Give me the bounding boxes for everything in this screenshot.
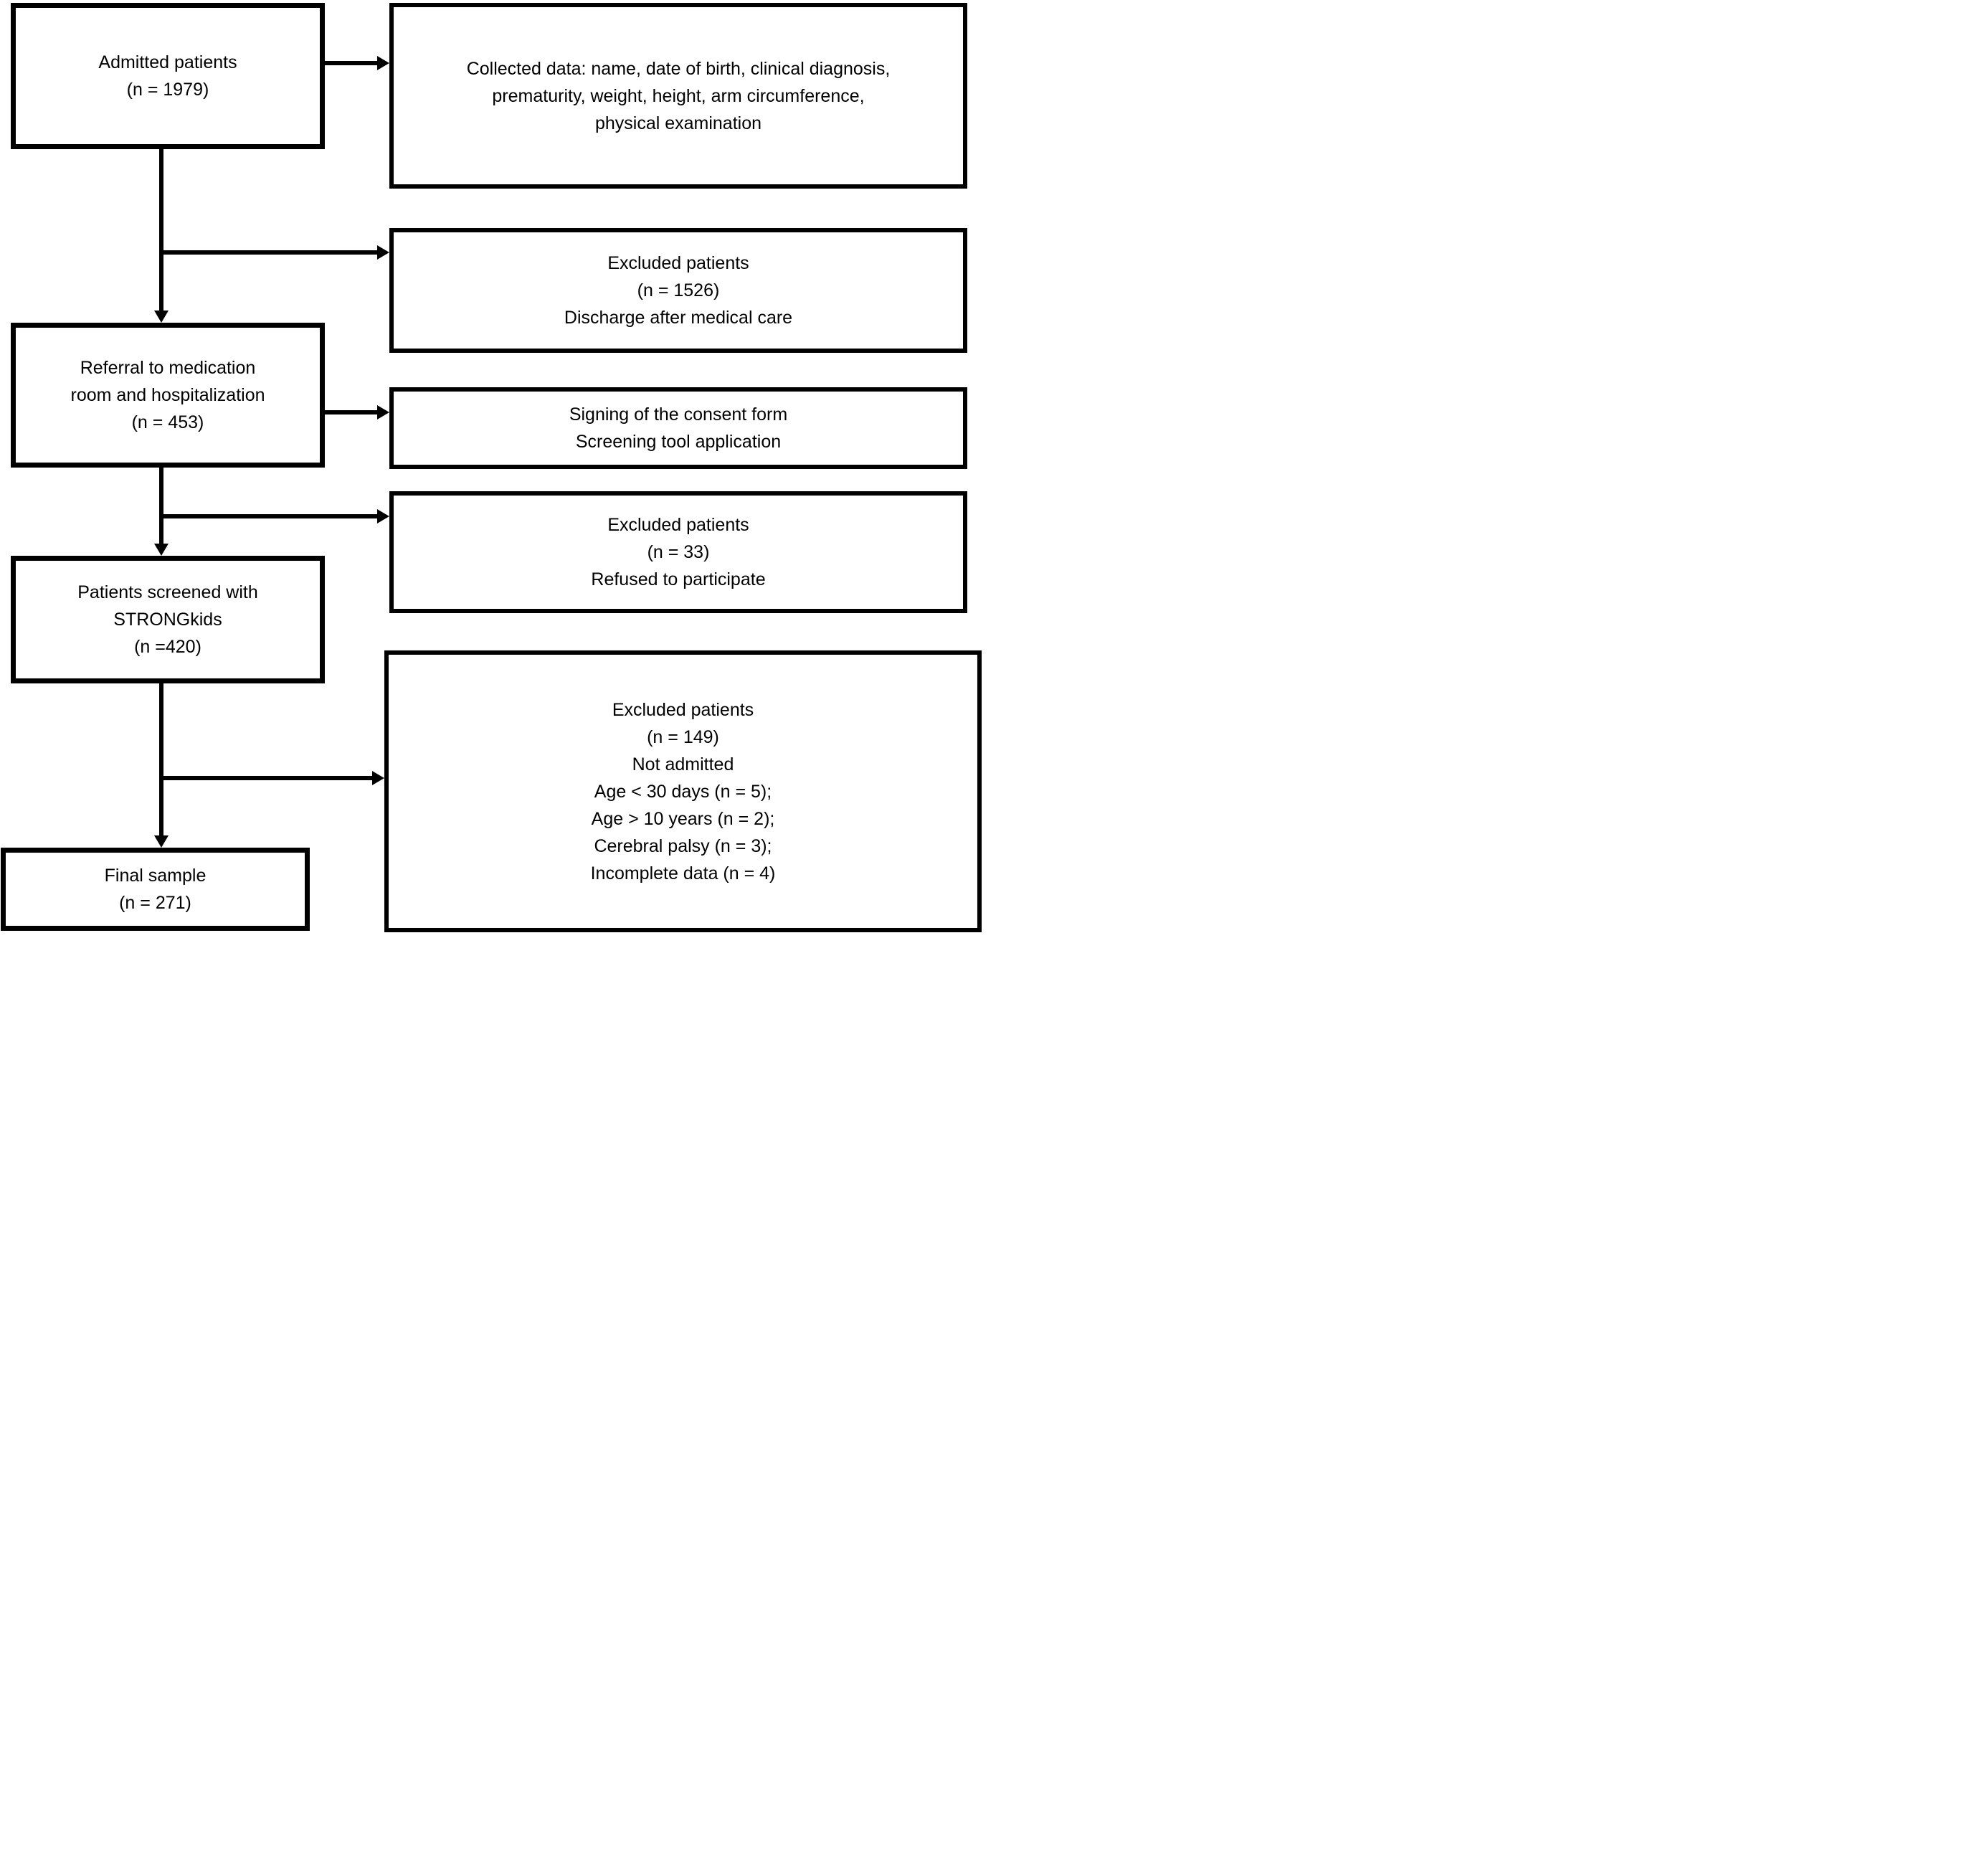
connector-referral-to-screened-line (159, 468, 163, 544)
box-admitted-patients-text: Admitted patients (n = 1979) (98, 52, 237, 100)
box-excluded-discharge-text: Excluded patients (n = 1526) Discharge a… (564, 253, 793, 328)
connector-referral-to-screened-arrowhead-icon (154, 544, 169, 556)
connector-admitted-to-collected-arrowhead-icon (377, 56, 389, 70)
box-collected-data-text: Collected data: name, date of birth, cli… (466, 58, 891, 133)
box-excluded-discharge: Excluded patients (n = 1526) Discharge a… (389, 228, 967, 353)
connector-referral-to-consent-line (325, 410, 377, 414)
box-admitted-patients: Admitted patients (n = 1979) (11, 3, 325, 149)
connector-admitted-to-referral-arrowhead-icon (154, 311, 169, 323)
connector-branch-to-excluded-refused-line (159, 514, 377, 518)
box-excluded-not-admitted: Excluded patients (n = 149) Not admitted… (384, 650, 982, 932)
box-final-sample: Final sample (n = 271) (1, 848, 310, 931)
connector-branch-to-excluded-not-admitted-line (159, 776, 372, 780)
connector-branch-to-excluded-refused-arrowhead-icon (377, 509, 389, 524)
connector-referral-to-consent-arrowhead-icon (377, 405, 389, 420)
connector-admitted-to-referral-line (159, 149, 163, 311)
connector-screened-to-final-line (159, 683, 163, 835)
box-excluded-refused: Excluded patients (n = 33) Refused to pa… (389, 491, 967, 613)
box-screened-strongkids-text: Patients screened with STRONGkids (n =42… (77, 582, 258, 657)
box-consent-screening-text: Signing of the consent form Screening to… (569, 404, 788, 452)
box-consent-screening: Signing of the consent form Screening to… (389, 387, 967, 469)
box-excluded-refused-text: Excluded patients (n = 33) Refused to pa… (591, 515, 766, 589)
patient-flow-diagram: Admitted patients (n = 1979) Referral to… (0, 0, 984, 938)
connector-screened-to-final-arrowhead-icon (154, 835, 169, 848)
connector-branch-to-excluded-discharge-line (159, 250, 377, 255)
connector-branch-to-excluded-not-admitted-arrowhead-icon (372, 771, 384, 785)
box-referral-medication-room-text: Referral to medication room and hospital… (70, 358, 265, 432)
box-referral-medication-room: Referral to medication room and hospital… (11, 323, 325, 468)
box-excluded-not-admitted-text: Excluded patients (n = 149) Not admitted… (590, 699, 776, 883)
connector-admitted-to-collected-line (325, 61, 377, 65)
connector-branch-to-excluded-discharge-arrowhead-icon (377, 245, 389, 260)
box-collected-data: Collected data: name, date of birth, cli… (389, 3, 967, 189)
box-screened-strongkids: Patients screened with STRONGkids (n =42… (11, 556, 325, 683)
box-final-sample-text: Final sample (n = 271) (104, 866, 207, 913)
